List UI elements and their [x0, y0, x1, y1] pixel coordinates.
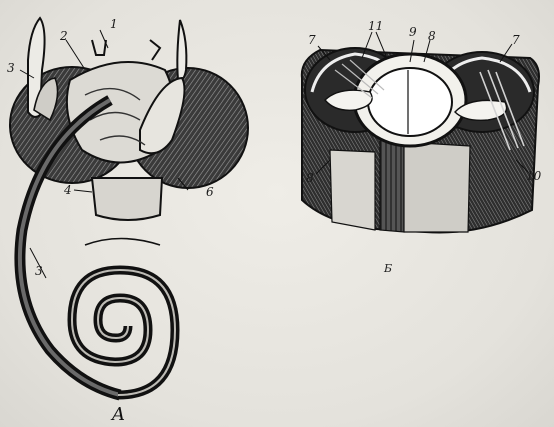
label-b-7-left: 7	[308, 34, 316, 46]
label-a-1: 1	[110, 18, 118, 30]
figure-b-drawing	[302, 32, 539, 233]
label-a-6: 6	[206, 186, 214, 198]
label-b-11: 11	[368, 20, 383, 32]
label-b-9: 9	[409, 26, 417, 38]
light-band-left	[330, 150, 375, 230]
label-b-10: 10	[526, 170, 541, 182]
figure-a-caption: A	[112, 406, 125, 424]
light-band-right	[404, 142, 470, 232]
label-b-8-top: 8	[428, 30, 436, 42]
center-stripe	[380, 140, 404, 232]
label-a-3-bottom: 3	[35, 265, 43, 277]
figure-b-caption: Б	[384, 263, 392, 274]
label-b-8-side: 8	[306, 172, 314, 184]
right-tube	[177, 20, 186, 80]
label-a-2: 2	[60, 30, 68, 42]
lower-block	[92, 178, 162, 220]
central-ring-inner	[368, 68, 452, 136]
figure-a-drawing	[10, 18, 248, 395]
label-a-3-top: 3	[7, 62, 15, 74]
top-branch-2	[150, 40, 160, 60]
label-b-7-right: 7	[512, 34, 520, 46]
top-branch-1	[92, 40, 106, 55]
label-a-4: 4	[64, 184, 72, 196]
top-arc	[85, 239, 160, 246]
